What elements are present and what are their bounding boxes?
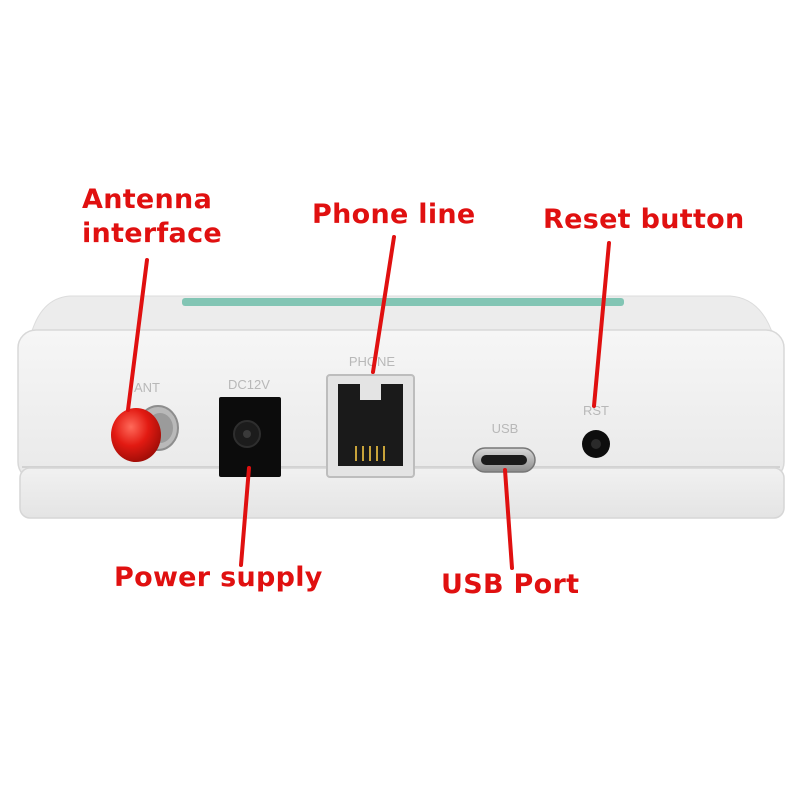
callout-phone-line: Phone line — [312, 199, 476, 230]
antenna-connector: ANT — [111, 380, 179, 462]
dc-label: DC12V — [228, 377, 270, 392]
leader-power — [239, 466, 251, 567]
callout-usb-port: USB Port — [441, 569, 580, 600]
top-accent-strip — [182, 298, 624, 306]
rst-label: RST — [583, 403, 609, 418]
usb-port: USB — [472, 421, 536, 473]
ant-label: ANT — [134, 380, 160, 395]
reset-hole: RST — [582, 403, 610, 458]
phone-jack: PHONE — [326, 354, 415, 478]
usb-label: USB — [492, 421, 519, 436]
callout-antenna-interface: Antenna interface — [82, 184, 222, 249]
callout-power-supply: Power supply — [114, 562, 323, 593]
phone-label: PHONE — [349, 354, 396, 369]
leader-reset — [592, 241, 611, 408]
leader-antenna — [126, 258, 149, 412]
leader-usb — [503, 468, 514, 570]
leader-lines — [126, 235, 611, 570]
callout-reset-button: Reset button — [543, 204, 745, 235]
dc-jack: DC12V — [219, 377, 281, 477]
antenna-cap — [111, 408, 161, 462]
leader-phone — [371, 235, 396, 374]
